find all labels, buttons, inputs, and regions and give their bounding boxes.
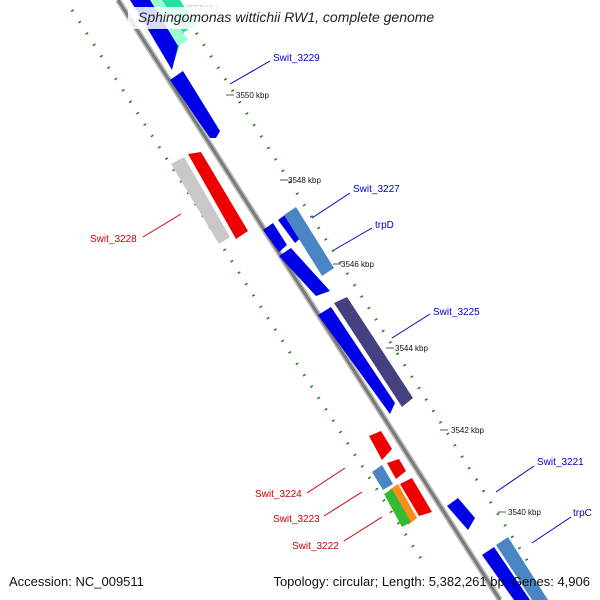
ruler-label: 3542 kbp [451, 426, 484, 435]
label-leader-swit-3227 [311, 192, 351, 219]
gene-label-swit-3225[interactable]: Swit_3225 [433, 307, 480, 318]
gene-swit-3229 [170, 71, 220, 138]
gene-trpd [284, 207, 334, 276]
genome-summary-text: Topology: circular; Length: 5,382,261 bp… [273, 574, 590, 589]
ruler-label: 3544 kbp [395, 344, 428, 353]
label-leader-swit-3228 [142, 213, 182, 238]
gene-label-trpc[interactable]: trpC [573, 508, 592, 519]
map-title: Sphingomonas wittichii RW1, complete gen… [138, 9, 435, 25]
label-leader-trpc [531, 516, 572, 544]
gene-label-swit-3227[interactable]: Swit_3227 [353, 184, 400, 195]
gene-blue-mid [279, 248, 330, 296]
gene-label-trpd[interactable]: trpD [375, 220, 394, 231]
label-leader-trpd [333, 227, 373, 251]
accession-text: Accession: NC_009511 [9, 574, 144, 589]
label-leader-swit-3221 [495, 465, 535, 493]
ruler-label: 3546 kbp [341, 260, 374, 269]
label-leader-swit-3224 [306, 467, 346, 494]
gene-swit-3222 [384, 489, 411, 527]
gene-red-b [387, 459, 406, 479]
ruler-label: 3540 kbp [508, 508, 541, 517]
gene-label-swit-3228[interactable]: Swit_3228 [90, 234, 137, 245]
gene-label-swit-3229[interactable]: Swit_3229 [273, 53, 320, 64]
gene-label-swit-3222[interactable]: Swit_3222 [292, 541, 339, 552]
gene-swit-3225-a [318, 307, 395, 414]
genome-backbone-core [116, 0, 502, 600]
gene-blue-small [447, 498, 475, 530]
gene-label-swit-3221[interactable]: Swit_3221 [537, 457, 584, 468]
gene-swit-3227-a [263, 223, 287, 252]
title-backdrop [128, 7, 450, 29]
label-leader-swit-3222 [343, 516, 383, 542]
label-leader-swit-3229 [229, 60, 271, 85]
ruler-label: 3548 kbp [288, 176, 321, 185]
gene-swit-3225-b [334, 297, 413, 407]
gc-track-outer [180, 9, 532, 566]
gene-label-swit-3223[interactable]: Swit_3223 [273, 514, 320, 525]
gene-swit-3224 [372, 465, 393, 490]
gene-trpc [496, 537, 548, 600]
gene-swit-3223 [389, 484, 417, 525]
gene-red-c [400, 478, 432, 516]
gene-swit-3228 [188, 152, 248, 239]
label-leader-swit-3225 [391, 313, 431, 339]
gene-grey [171, 157, 230, 244]
ruler-label: 3550 kbp [236, 91, 269, 100]
gene-swit-3221 [482, 547, 530, 600]
gene-red-a [369, 431, 392, 460]
label-leader-swit-3223 [323, 491, 363, 517]
gene-label-swit-3224[interactable]: Swit_3224 [255, 489, 302, 500]
